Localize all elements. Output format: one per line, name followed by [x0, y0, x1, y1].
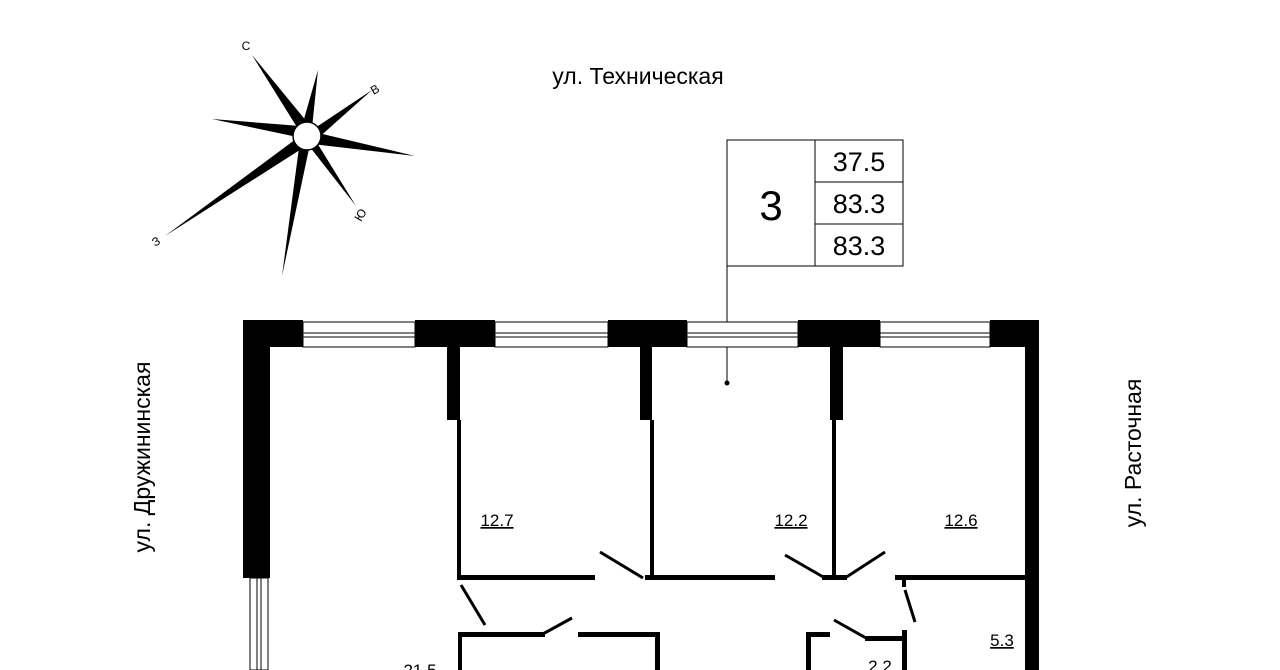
compass-north: С [242, 39, 251, 53]
compass-east: В [368, 81, 382, 97]
street-left: ул. Дружининская [129, 362, 155, 553]
room-labels: 12.7 12.2 12.6 5.3 21.5 2.2 [403, 511, 1013, 670]
area-room-1: 12.7 [480, 511, 513, 530]
area-wc: 2.2 [868, 657, 892, 670]
compass-south: Ю [351, 206, 369, 224]
compass-rose-icon: С В Ю З [149, 39, 415, 276]
doors [459, 550, 917, 640]
info-value-1: 37.5 [833, 147, 886, 177]
apartment-info-box: 3 37.5 83.3 83.3 [724, 139, 904, 386]
street-right: ул. Расточная [1120, 379, 1146, 528]
area-room-2: 12.2 [774, 511, 807, 530]
area-room-3: 12.6 [944, 511, 977, 530]
area-bathroom: 5.3 [990, 631, 1014, 650]
info-value-2: 83.3 [833, 189, 886, 219]
street-top: ул. Техническая [552, 63, 723, 89]
walls [243, 320, 1039, 670]
info-value-3: 83.3 [833, 231, 886, 261]
room-count: 3 [759, 182, 782, 229]
windows [249, 321, 991, 670]
area-living: 21.5 [403, 661, 436, 670]
compass-west: З [149, 234, 162, 250]
